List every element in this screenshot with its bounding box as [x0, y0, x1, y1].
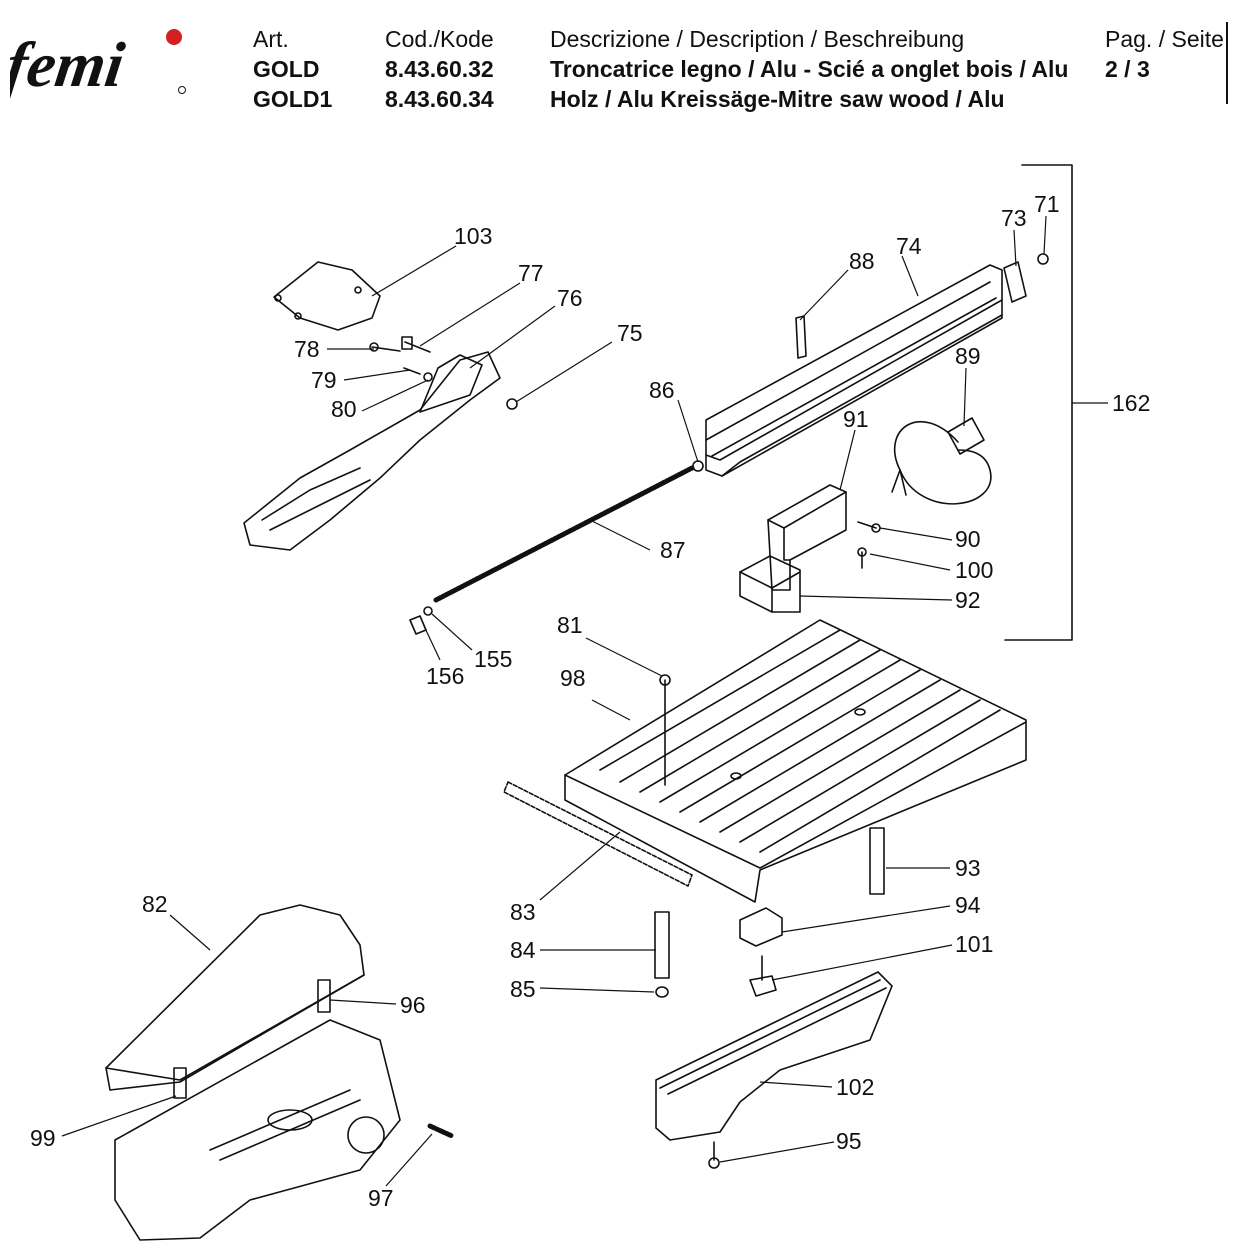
- callout-156: 156: [426, 663, 464, 689]
- callout-81: 81: [557, 612, 583, 638]
- description-label: Descrizione / Description / Beschreibung: [550, 26, 965, 52]
- callout-155: 155: [474, 646, 512, 672]
- page-number: 2 / 3: [1105, 56, 1150, 82]
- callout-90: 90: [955, 526, 981, 552]
- code-label: Cod./Kode: [385, 26, 494, 52]
- code-value: 8.43.60.34: [385, 86, 494, 112]
- callout-91: 91: [843, 406, 869, 432]
- femi-logo: femi: [1, 24, 190, 104]
- part-base-housing: [114, 1019, 401, 1241]
- callout-99: 99: [30, 1125, 56, 1151]
- callout-76: 76: [557, 285, 583, 311]
- part-162-bracket: [1004, 164, 1073, 641]
- callout-97: 97: [368, 1185, 394, 1211]
- code-column: Cod./Kode 8.43.60.32 8.43.60.34: [385, 24, 494, 114]
- part-92-block: [739, 555, 801, 613]
- callout-93: 93: [955, 855, 981, 881]
- part-98-table: [564, 619, 1027, 903]
- callout-89: 89: [955, 343, 981, 369]
- callout-75: 75: [617, 320, 643, 346]
- callout-79: 79: [311, 367, 337, 393]
- part-76-chute: [243, 351, 501, 551]
- callout-95: 95: [836, 1128, 862, 1154]
- callout-77: 77: [518, 260, 544, 286]
- callout-83: 83: [510, 899, 536, 925]
- callout-74: 74: [896, 233, 922, 259]
- page-column: Pag. / Seite 2 / 3: [1105, 24, 1224, 84]
- part-103-cover: [273, 261, 381, 331]
- header-divider: [1226, 22, 1228, 104]
- callout-102: 102: [836, 1074, 874, 1100]
- callout-87: 87: [660, 537, 686, 563]
- callout-84: 84: [510, 937, 536, 963]
- description-column: Descrizione / Description / Beschreibung…: [550, 24, 1068, 114]
- callout-86: 86: [649, 377, 675, 403]
- part-102-rail: [655, 971, 893, 1141]
- part-87-rod: [433, 465, 695, 603]
- callout-103: 103: [454, 223, 492, 249]
- header: femi Art. GOLD GOLD1 Cod./Kode 8.43.60.3…: [0, 0, 1240, 130]
- callout-78: 78: [294, 336, 320, 362]
- callout-162: 162: [1112, 390, 1150, 416]
- article-column: Art. GOLD GOLD1: [253, 24, 332, 114]
- description-value: Troncatrice legno / Alu - Scié a onglet …: [550, 56, 1069, 82]
- part-82-motor-cover: [105, 904, 365, 1091]
- part-91-clamp: [767, 484, 847, 591]
- callout-88: 88: [849, 248, 875, 274]
- art-label: Art.: [253, 26, 289, 52]
- callout-101: 101: [955, 931, 993, 957]
- logo-dot: [166, 29, 182, 45]
- callout-98: 98: [560, 665, 586, 691]
- logo-text: femi: [10, 29, 129, 100]
- callout-82: 82: [142, 891, 168, 917]
- code-value: 8.43.60.32: [385, 56, 494, 82]
- callout-85: 85: [510, 976, 536, 1002]
- part-89-cord: [894, 421, 992, 505]
- art-value: GOLD1: [253, 86, 333, 112]
- callout-100: 100: [955, 557, 993, 583]
- callout-92: 92: [955, 587, 981, 613]
- part-83-scale: [503, 781, 693, 887]
- callout-71: 71: [1034, 191, 1060, 217]
- callout-73: 73: [1001, 205, 1027, 231]
- page-label: Pag. / Seite: [1105, 26, 1224, 52]
- callout-94: 94: [955, 892, 981, 918]
- art-value: GOLD: [253, 56, 320, 82]
- exploded-parts-diagram: 103 77 76 75 78 79 80 86 87 88 74 73 71 …: [30, 164, 1150, 1241]
- description-value: Holz / Alu Kreissäge-Mitre saw wood / Al…: [550, 86, 1005, 112]
- callout-80: 80: [331, 396, 357, 422]
- callout-96: 96: [400, 992, 426, 1018]
